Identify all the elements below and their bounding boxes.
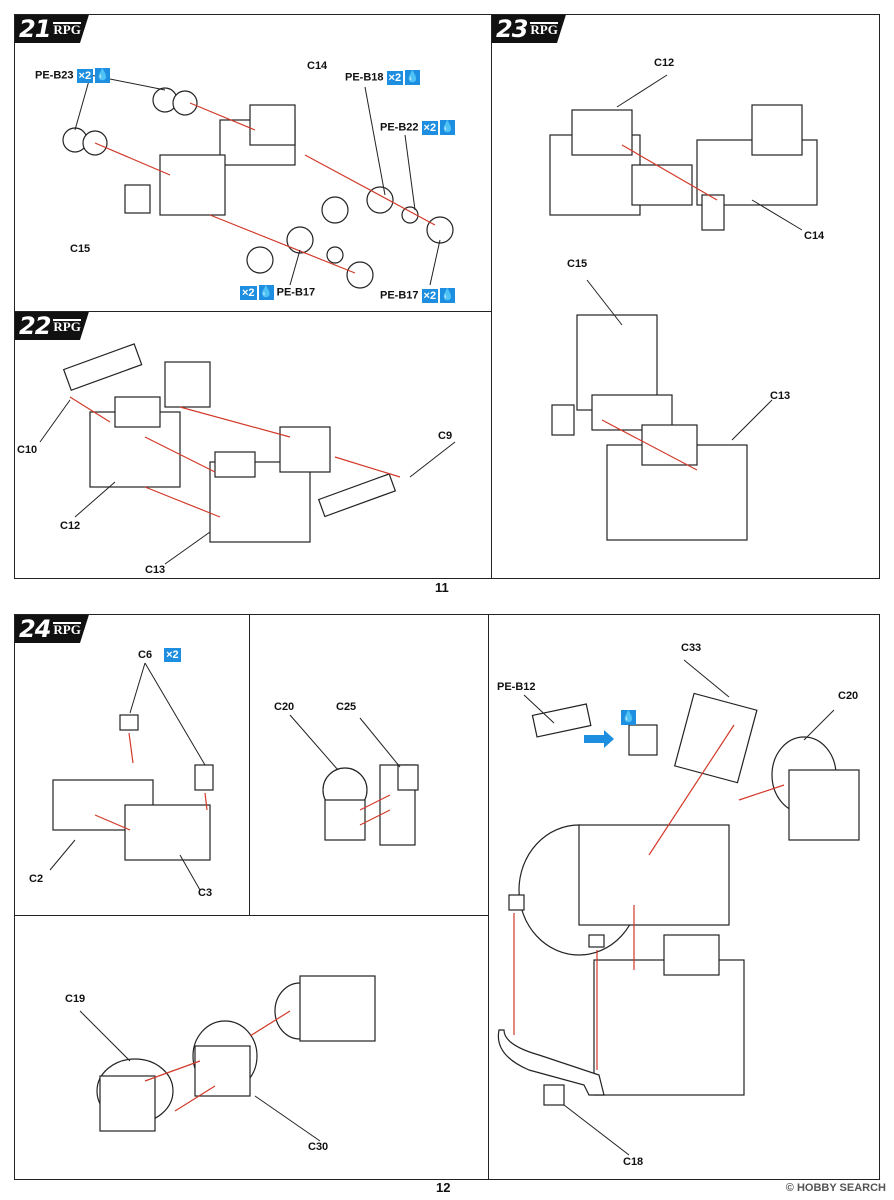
label-c2: C2 xyxy=(29,873,44,885)
step-24-panel-b: C20 C25 xyxy=(249,614,489,916)
label-c18: C18 xyxy=(623,1156,644,1168)
label-c14: C14 xyxy=(307,60,328,72)
step-24-panel-c: C19 C30 xyxy=(14,915,489,1180)
label-c20-small: C20 xyxy=(274,701,295,713)
label-c9: C9 xyxy=(438,430,453,442)
label-pe-b22: PE-B22×2💧 xyxy=(380,120,456,135)
label-c6: C6×2 xyxy=(138,648,181,662)
glue-drop-icon: 💧 xyxy=(405,70,421,85)
step-22-drawing xyxy=(39,343,456,565)
step-24a-drawing xyxy=(49,662,214,891)
label-pe-b17-left: ×2💧 PE-B17 xyxy=(240,285,316,300)
label-c3: C3 xyxy=(198,887,213,899)
footer-watermark: © HOBBY SEARCH xyxy=(785,1182,886,1194)
glue-drop-icon: 💧 xyxy=(440,120,456,135)
label-c15: C15 xyxy=(567,258,588,270)
step-24-panel-d: PE-B12 💧 C33 C20 C18 xyxy=(488,614,880,1180)
label-c12: C12 xyxy=(654,57,675,69)
label-pe-b23: PE-B23×2💧 xyxy=(35,68,111,83)
step-21-drawing xyxy=(62,74,454,289)
label-c20-large: C20 xyxy=(838,690,859,702)
page-number-12: 12 xyxy=(436,1180,451,1195)
step-24c-drawing xyxy=(79,975,376,1142)
glue-drop-icon: 💧 xyxy=(440,288,456,303)
label-c30: C30 xyxy=(308,1141,329,1153)
label-pe-b17-right: PE-B17×2💧 xyxy=(380,288,456,303)
page-number-11: 11 xyxy=(435,580,449,595)
glue-drop-icon: 💧 xyxy=(621,710,636,725)
label-c33: C33 xyxy=(681,642,702,654)
glue-drop-icon: 💧 xyxy=(258,285,274,300)
glue-drop-icon: 💧 xyxy=(95,68,111,83)
label-c14: C14 xyxy=(804,230,825,242)
label-c12: C12 xyxy=(60,520,81,532)
label-c13: C13 xyxy=(770,390,791,402)
label-pe-b12: PE-B12 xyxy=(497,681,536,693)
label-pe-b18: PE-B18×2💧 xyxy=(345,70,421,85)
label-c25: C25 xyxy=(336,701,357,713)
step-24d-drawing xyxy=(497,659,860,1156)
label-c10: C10 xyxy=(17,444,38,456)
label-c19: C19 xyxy=(65,993,86,1005)
label-c13: C13 xyxy=(145,564,166,576)
step-23-drawing xyxy=(549,74,818,541)
label-c15: C15 xyxy=(70,243,91,255)
step-24b-drawing xyxy=(289,714,419,846)
